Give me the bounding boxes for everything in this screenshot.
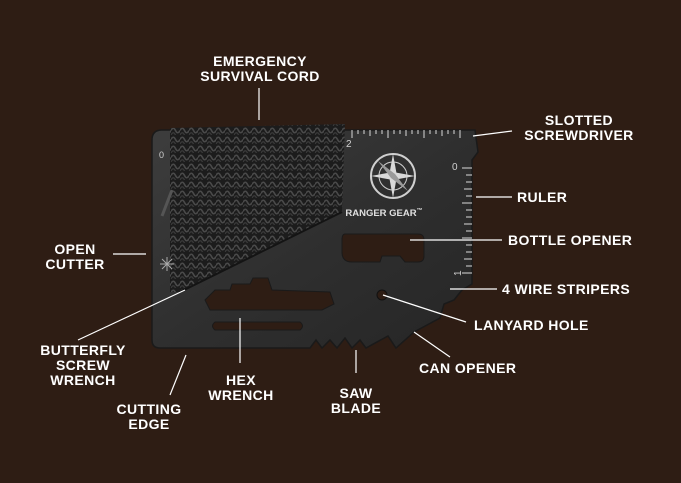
label-emergency-cord: EMERGENCY SURVIVAL CORD [190,54,330,84]
label-butterfly-wrench-line3: WRENCH [50,372,116,388]
label-hex-wrench-line1: HEX [226,372,256,388]
ruler-mark-left: 0 [159,150,164,160]
label-can-opener-line1: CAN OPENER [419,360,517,376]
label-open-cutter-line2: CUTTER [45,256,105,272]
lanyard-hole [376,289,388,301]
hex-wrench-cutout [204,277,335,311]
label-open-cutter: OPEN CUTTER [30,242,120,272]
label-cutting-edge-line2: EDGE [128,416,170,432]
label-slotted-screwdriver-line2: SCREWDRIVER [524,127,634,143]
label-saw-blade-line1: SAW [339,385,373,401]
label-hex-wrench-line2: WRENCH [208,387,274,403]
ruler-mark-bottom: 1 [453,270,464,276]
label-can-opener: CAN OPENER [419,361,516,376]
ruler-mark-right: 0 [452,162,458,173]
open-cutter-blade [160,189,174,217]
label-slotted-screwdriver-line1: SLOTTED [544,112,614,128]
label-wire-stripers: 4 WIRE STRIPERS [502,282,630,297]
open-cutter-mark [160,257,174,271]
label-ruler: RULER [517,190,567,205]
side-ruler-ticks [462,167,472,274]
label-butterfly-wrench: BUTTERFLY SCREW WRENCH [28,343,138,388]
label-emergency-cord-line1: EMERGENCY [213,53,307,69]
ruler-mark-top: 2 [346,139,352,150]
label-saw-blade-line2: BLADE [330,400,382,416]
compass-icon [370,153,416,199]
label-cutting-edge: CUTTING EDGE [104,402,194,432]
label-slotted-screwdriver: SLOTTED SCREWDRIVER [514,113,644,143]
top-ruler-ticks [351,130,461,138]
label-wire-stripers-line1: 4 WIRE STRIPERS [502,281,631,297]
label-bottle-opener-line1: BOTTLE OPENER [508,232,633,248]
cutting-edge-slot [212,321,303,331]
label-hex-wrench: HEX WRENCH [196,373,286,403]
label-cutting-edge-line1: CUTTING [116,401,182,417]
paracord-edge [179,211,343,293]
label-ruler-line1: RULER [517,189,568,205]
label-lanyard-hole: LANYARD HOLE [474,318,589,333]
bottle-opener-slot [341,233,425,263]
label-saw-blade: SAW BLADE [316,386,396,416]
label-lanyard-hole-line1: LANYARD HOLE [474,317,589,333]
label-emergency-cord-line2: SURVIVAL CORD [200,68,320,84]
brand-name: RANGER GEAR™ [345,207,422,219]
label-open-cutter-line1: OPEN [54,241,96,257]
leader-lines [77,88,513,396]
label-butterfly-wrench-line1: BUTTERFLY [40,342,126,358]
label-bottle-opener: BOTTLE OPENER [508,233,632,248]
label-butterfly-wrench-line2: SCREW [55,357,111,373]
